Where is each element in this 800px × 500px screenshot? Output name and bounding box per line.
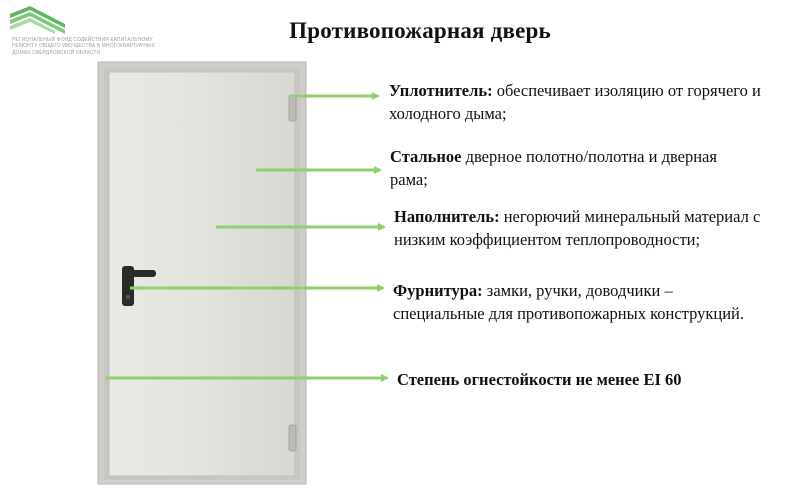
- callout-filler: Наполнитель: негорючий минеральный матер…: [394, 205, 774, 251]
- callout-steel: Стальное дверное полотно/полотна и дверн…: [390, 145, 750, 191]
- logo-line: ремонту общего имущества в многоквартирн…: [12, 43, 155, 50]
- door-handle-icon: [122, 266, 156, 306]
- logo-line: Региональный фонд содействия капитальном…: [12, 37, 153, 43]
- callout-term: Наполнитель:: [394, 207, 500, 226]
- callout-text: обеспечивает изоляцию от горячего и холо…: [389, 81, 761, 123]
- callout-text: дверное полотно/полотна и дверная рама;: [390, 147, 717, 189]
- logo-line: домах Свердловской области: [12, 49, 101, 56]
- logo-caption: Региональный фонд содействия капитальном…: [12, 37, 192, 56]
- hinge-top-icon: [288, 94, 297, 122]
- logo: Региональный фонд содействия капитальном…: [10, 4, 190, 64]
- page-title: Противопожарная дверь: [289, 18, 551, 43]
- callout-term: Уплотнитель:: [389, 81, 493, 100]
- callout-fire-rating: Степень огнестойкости не менее EI 60: [397, 368, 777, 391]
- house-roof-stripes-icon: [10, 6, 65, 34]
- callout-term: Фурнитура:: [393, 281, 483, 300]
- hinge-bottom-icon: [288, 424, 297, 452]
- callout-text: замки, ручки, доводчики – специальные дл…: [393, 281, 744, 323]
- callout-hardware: Фурнитура: замки, ручки, доводчики – спе…: [393, 279, 763, 325]
- callout-term: Стальное: [390, 147, 462, 166]
- callout-term: Степень огнестойкости не менее EI 60: [397, 370, 682, 389]
- callout-text: негорючий минеральный материал с низким …: [394, 207, 761, 249]
- callout-seal: Уплотнитель: обеспечивает изоляцию от го…: [389, 79, 769, 125]
